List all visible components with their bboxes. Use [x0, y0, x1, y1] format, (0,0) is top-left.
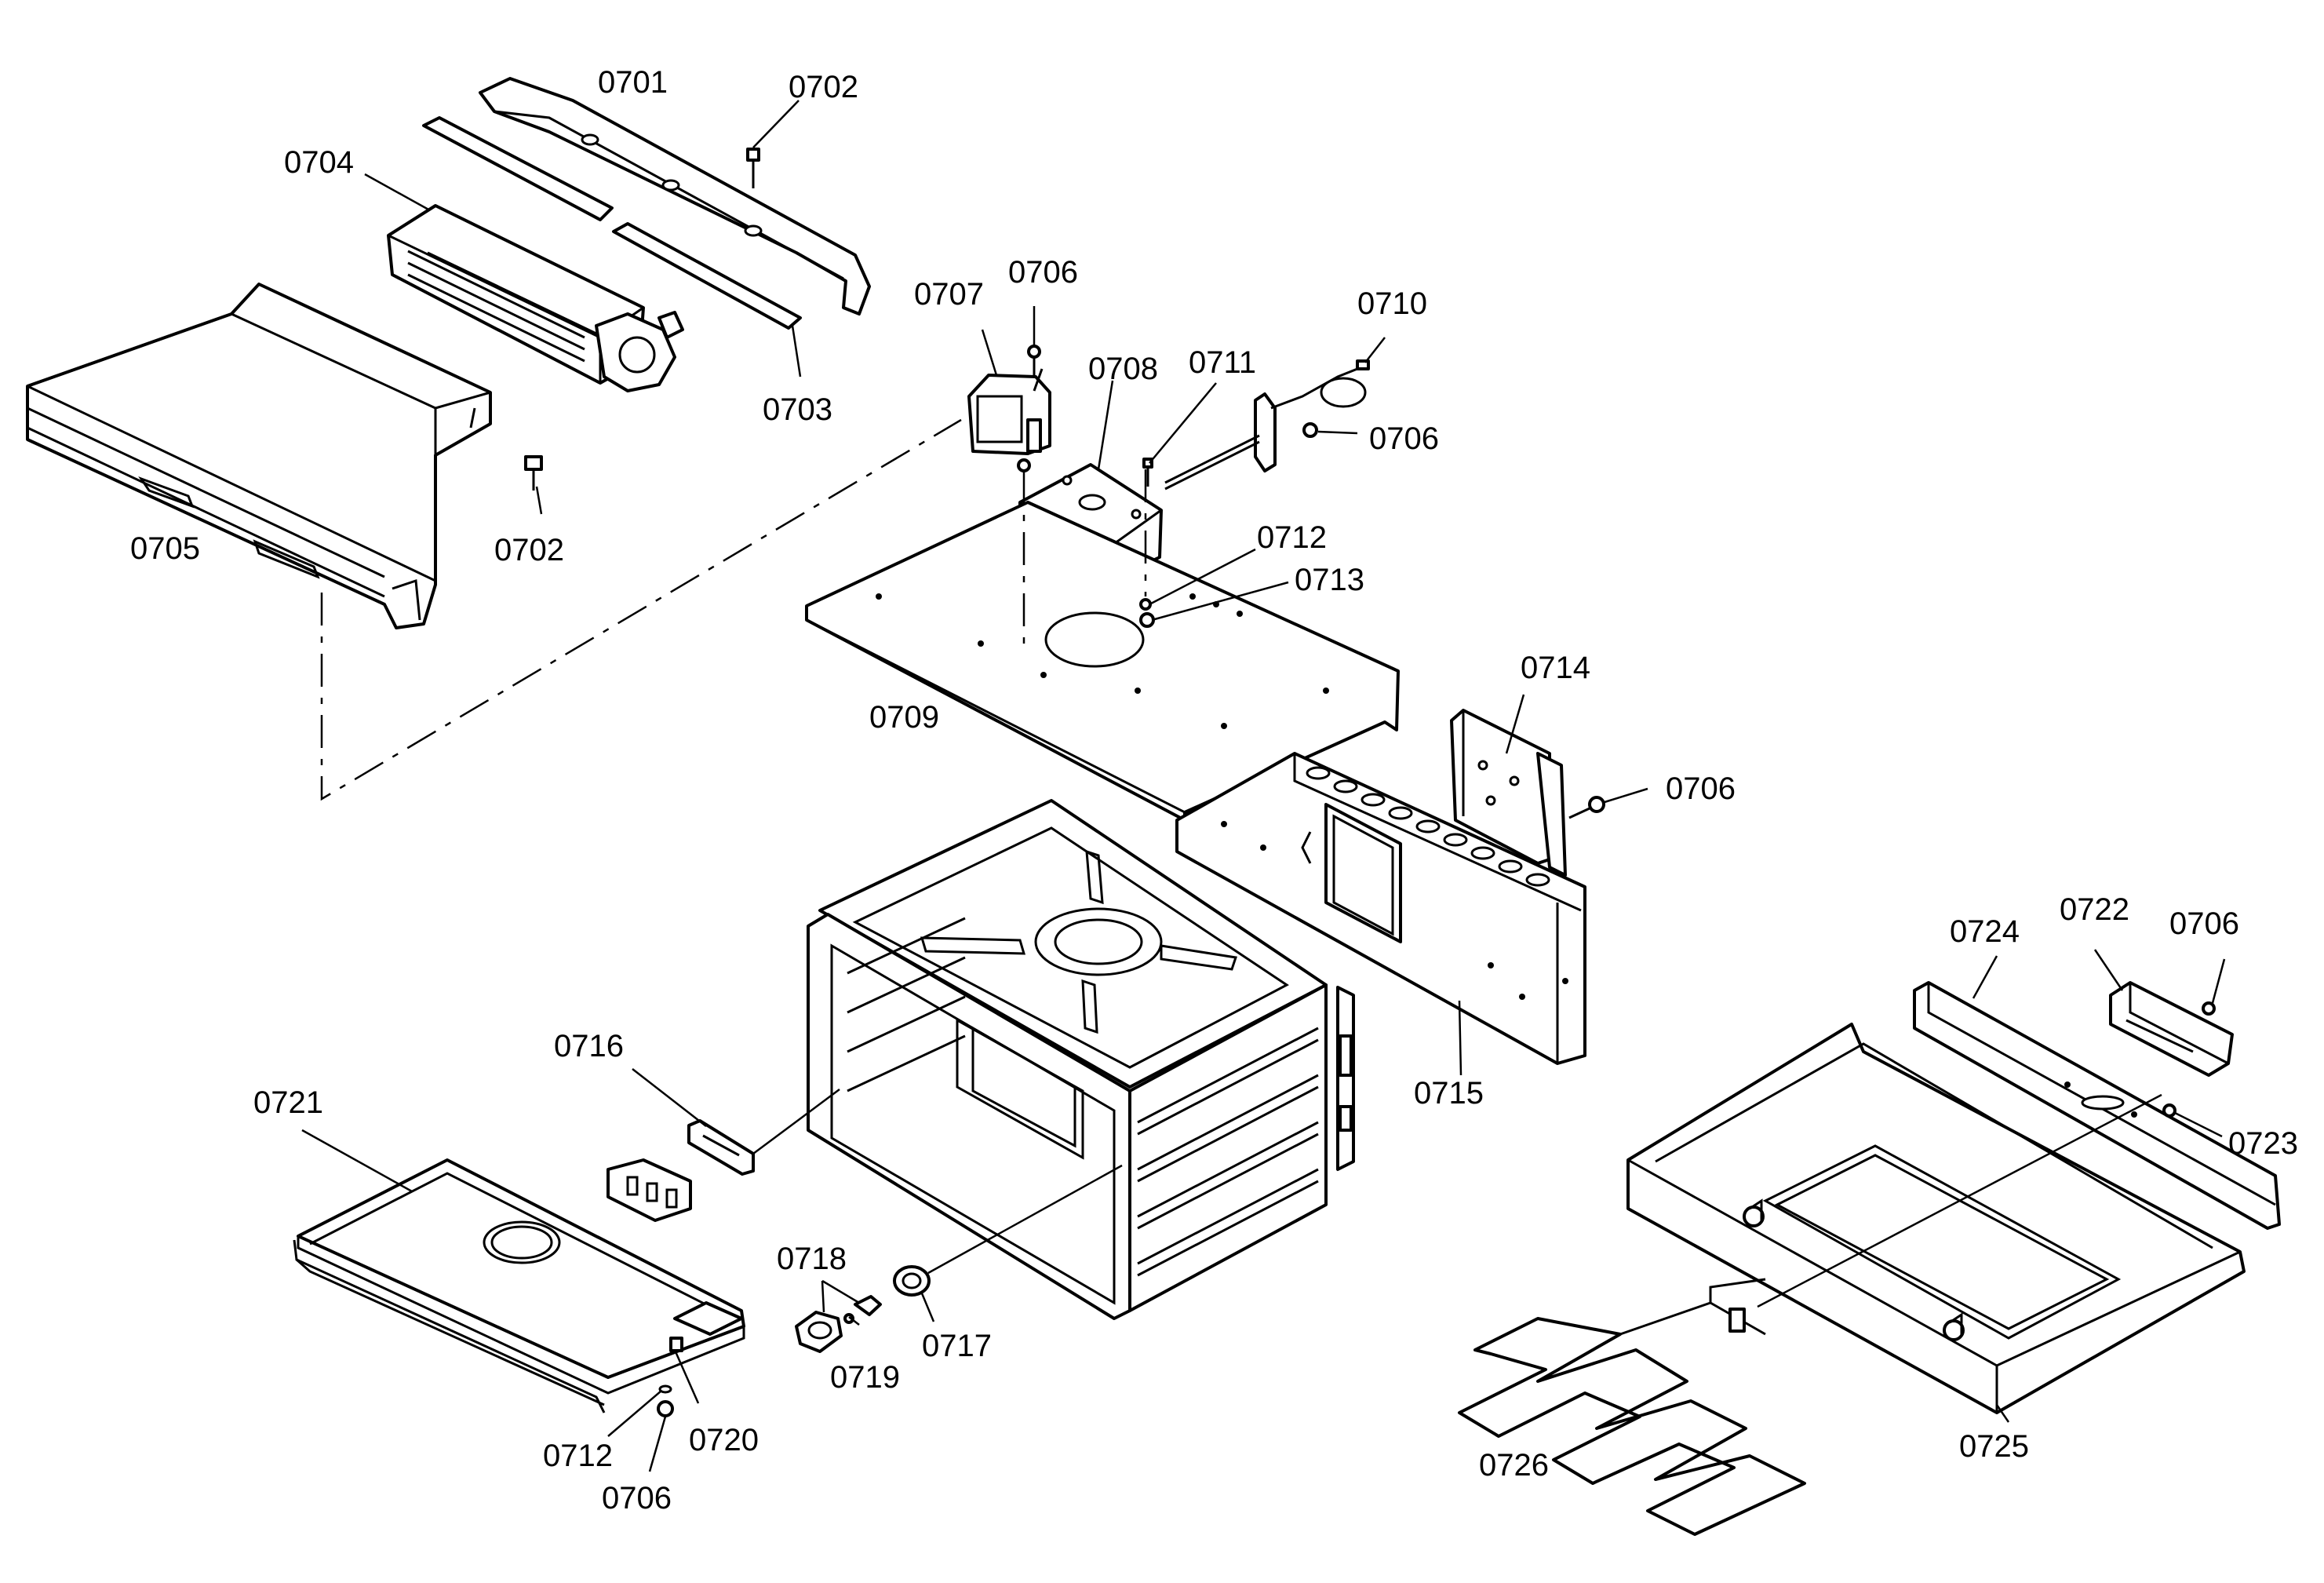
part-0722-bracket	[2109, 981, 2234, 1118]
label-0706-bracket: 0706	[1666, 771, 1736, 806]
part-0718-knob	[795, 1295, 882, 1353]
label-0717: 0717	[922, 1329, 992, 1363]
label-0702-top: 0702	[789, 70, 858, 104]
label-0725: 0725	[1959, 1429, 2029, 1464]
label-0716: 0716	[554, 1029, 624, 1063]
label-0723: 0723	[2228, 1126, 2298, 1161]
label-0706-probe: 0706	[1369, 421, 1439, 456]
label-0706-top: 0706	[1008, 255, 1078, 290]
part-0725-bottom-tray	[1626, 1023, 2246, 1414]
label-0703: 0703	[763, 392, 832, 427]
assembly-dash-lines	[1022, 469, 1147, 644]
label-0713: 0713	[1295, 563, 1364, 597]
label-0720: 0720	[689, 1423, 759, 1457]
part-0702-screw-top	[746, 148, 760, 188]
part-0702-screw-lower	[524, 455, 543, 491]
part-0712-0706-fasteners-lower	[657, 1384, 674, 1417]
part-0703-gasket-strips	[422, 116, 802, 330]
label-0715: 0715	[1414, 1076, 1484, 1111]
label-0707: 0707	[914, 277, 984, 312]
part-0704-blower	[387, 204, 684, 392]
part-0726-heating-element	[1458, 1278, 1806, 1536]
part-0706-screw-bracket	[1568, 796, 1605, 819]
part-0707-transformer	[967, 368, 1051, 455]
label-0701: 0701	[598, 65, 668, 100]
oven-cavity	[807, 799, 1355, 1320]
label-0702-lower: 0702	[494, 533, 564, 567]
control-box-fasteners	[1017, 345, 1155, 628]
part-0724-rail	[1913, 981, 2281, 1230]
label-0712-lower: 0712	[543, 1439, 613, 1473]
label-0706-right: 0706	[2169, 906, 2239, 941]
part-0714-bracket	[1450, 709, 1567, 877]
part-0701-top-trim	[479, 77, 871, 316]
label-0709: 0709	[869, 700, 939, 735]
part-0705-duct-housing	[26, 283, 492, 629]
label-0704: 0704	[284, 145, 354, 180]
label-0708: 0708	[1088, 352, 1158, 386]
label-0710: 0710	[1357, 286, 1427, 321]
label-0726: 0726	[1479, 1448, 1549, 1483]
part-labels: 0701 0702 0702 0703 0704 0705 0706 0706 …	[130, 65, 2298, 1516]
label-0724: 0724	[1950, 914, 2020, 949]
label-0711: 0711	[1189, 345, 1256, 380]
label-0706-lower: 0706	[602, 1481, 672, 1516]
routing-line	[320, 418, 962, 801]
label-0705: 0705	[130, 531, 200, 566]
tray-assembly-line	[1757, 1093, 2162, 1308]
label-0714: 0714	[1521, 651, 1590, 685]
part-0709-top-plate	[805, 501, 1400, 822]
label-0718: 0718	[777, 1242, 847, 1276]
label-0712-top: 0712	[1257, 520, 1327, 555]
leader-lines	[301, 100, 2226, 1472]
part-0721-bottom-plate	[293, 1158, 745, 1413]
part-0717-grommet	[893, 1164, 1123, 1297]
label-0722: 0722	[2060, 892, 2129, 927]
label-0721: 0721	[253, 1085, 323, 1120]
part-0715-back-panel	[1175, 752, 1586, 1065]
part-0710-0711-probe	[1164, 359, 1370, 491]
label-0719: 0719	[830, 1360, 900, 1395]
